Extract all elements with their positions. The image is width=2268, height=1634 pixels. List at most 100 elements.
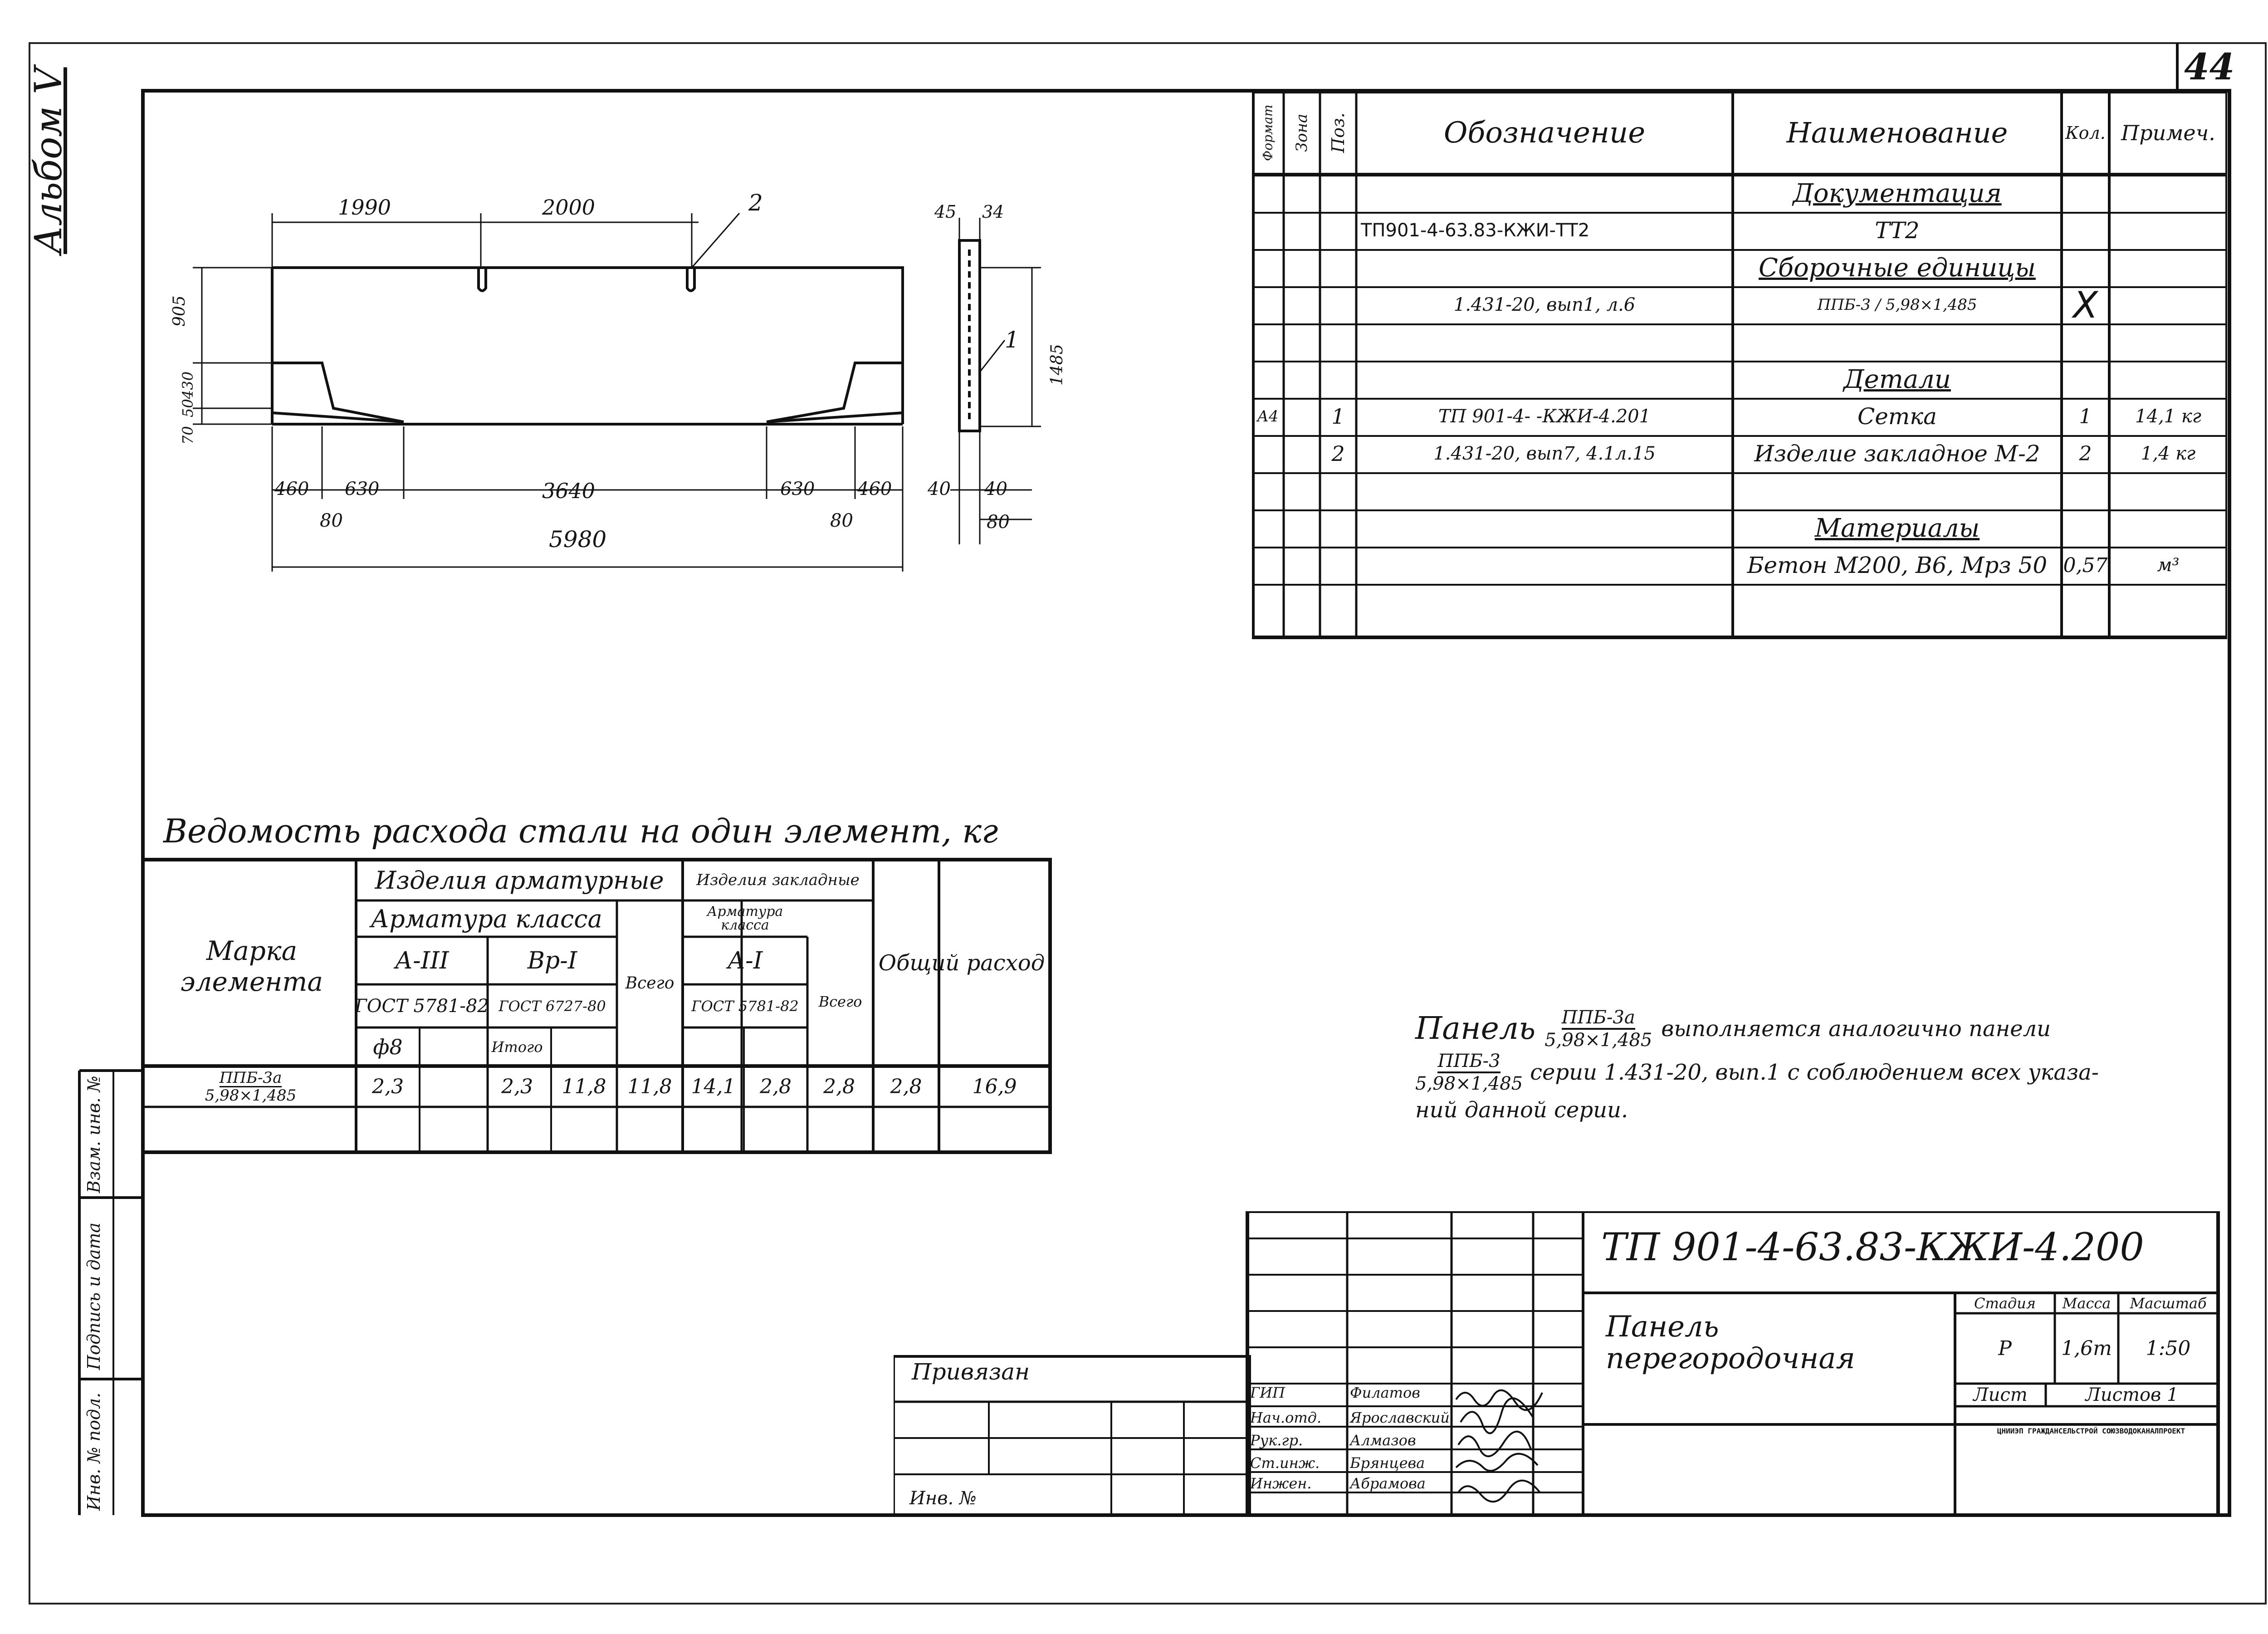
spec-cell-format [1252, 212, 1284, 249]
dim-905: 905 [170, 295, 189, 327]
spec-cell-qty [2062, 509, 2109, 547]
person-name: Алмазов [1350, 1432, 1416, 1449]
note-line3: ний данной серии. [1415, 1097, 1628, 1123]
spec-row-divider [1252, 323, 2227, 325]
spec-cell-qty: X [2073, 286, 2098, 323]
note-frac1-bottom: 5,98×1,485 [1545, 1030, 1652, 1051]
steel-cell-total1: 14,1 [691, 1075, 736, 1098]
album-label: Альбом V [27, 67, 70, 254]
spec-cell-pos [1320, 509, 1356, 547]
dim-630-left: 630 [345, 479, 380, 499]
spec-cell-format [1252, 472, 1284, 509]
steel-h-gost1: ГОСТ 5781-82 [356, 995, 488, 1017]
note-frac2-bottom: 5,98×1,485 [1415, 1073, 1523, 1094]
mass-header: Масса [2062, 1294, 2111, 1312]
note-frac2-top: ППБ-3 [1437, 1051, 1501, 1073]
dim-460-right: 460 [857, 479, 892, 499]
person-role: ГИП [1250, 1384, 1285, 1401]
note-line1: выполняется аналогично панели [1661, 1016, 2051, 1042]
spec-cell-qty: 1 [2079, 405, 2092, 428]
spec-row-divider [1252, 212, 2227, 214]
side-vzam: Взам. инв. № [84, 1076, 104, 1193]
spec-row-divider [1252, 361, 2227, 362]
spec-cell-designation [1356, 472, 1733, 509]
note-line2: серии 1.431-20, вып.1 с соблюдением всех… [1530, 1060, 2099, 1085]
spec-cell-format [1252, 361, 1284, 398]
spec-cell-qty [2062, 323, 2109, 361]
steel-cell-total2: 2,8 [890, 1075, 922, 1098]
dim-40-right: 40 [984, 479, 1007, 499]
spec-cell-note [2109, 509, 2227, 547]
dim-70: 70 [179, 426, 196, 445]
spec-cell-pos [1320, 323, 1356, 361]
callout-2: 2 [748, 190, 763, 216]
signatures [1455, 1389, 1543, 1503]
panel-drawing [193, 213, 1041, 572]
spec-cell-note [2109, 249, 2227, 286]
dim-1485: 1485 [1048, 344, 1066, 386]
spec-cell-name: Изделие закладное М-2 [1754, 440, 2040, 467]
spec-h-pos: Поз. [1328, 113, 1348, 153]
steel-h-gost2: ГОСТ 6727-80 [499, 997, 606, 1015]
spec-cell-qty: 0,57 [2063, 553, 2108, 577]
spec-cell-designation [1356, 323, 1733, 361]
dim-430: 430 [179, 371, 196, 399]
spec-cell-format: А4 [1257, 407, 1279, 426]
spec-cell-qty: 2 [2079, 442, 2092, 465]
note-frac1-top: ППБ-3а [1561, 1007, 1635, 1030]
dim-80-section: 80 [987, 512, 1010, 533]
scale-header: Масштаб [2130, 1294, 2207, 1312]
spec-cell-name [1733, 323, 2062, 361]
spec-cell-name: Сборочные единицы [1759, 253, 2036, 283]
spec-cell-qty [2062, 212, 2109, 249]
spec-grid [1252, 91, 2227, 639]
spec-cell-designation: ТП901-4-63.83-КЖИ-ТТ2 [1361, 220, 1590, 241]
steel-h-a3: А-III [395, 947, 449, 974]
steel-h-embed-class: Арматура класса [707, 904, 783, 933]
spec-row-divider [1252, 584, 2227, 586]
dim-2000: 2000 [542, 195, 596, 220]
spec-cell-name: Документация [1793, 178, 2002, 208]
spec-cell-note: 14,1 кг [2135, 406, 2201, 427]
spec-h-format: Формат [1260, 104, 1276, 161]
spec-cell-designation: 1.431-20, вып7, 4.1л.15 [1433, 443, 1656, 464]
sheets-header: Листов 1 [2085, 1384, 2179, 1405]
spec-cell-pos [1320, 547, 1356, 584]
side-inv-podl: Инв. № подл. [84, 1392, 104, 1511]
spec-cell-pos [1320, 286, 1356, 323]
note-fraction-1: ППБ-3а 5,98×1,485 [1545, 1007, 1652, 1051]
dim-80-right: 80 [830, 510, 853, 531]
dim-45: 45 [934, 202, 957, 222]
spec-h-designation: Обозначение [1443, 116, 1646, 150]
title-code: ТП 901-4-63.83-КЖИ-4.200 [1601, 1225, 2144, 1269]
callout-1: 1 [1005, 327, 1019, 353]
privyazan-label: Привязан [912, 1359, 1030, 1385]
steel-h-a1: А-I [727, 947, 763, 974]
steel-h-total2: Всего [818, 993, 862, 1010]
spec-cell-qty [2062, 249, 2109, 286]
dim-80-left: 80 [320, 510, 343, 531]
spec-cell-name: Бетон М200, В6, Мрз 50 [1747, 552, 2048, 578]
note-fraction-2: ППБ-3 5,98×1,485 [1415, 1051, 1523, 1094]
spec-h-note: Примеч. [2121, 120, 2215, 145]
spec-cell-format [1252, 435, 1284, 472]
steel-h-embed-items: Изделия закладные [696, 871, 860, 889]
spec-cell-format [1252, 175, 1284, 212]
spec-cell-note [2109, 175, 2227, 212]
spec-cell-note [2109, 361, 2227, 398]
dim-34: 34 [982, 202, 1004, 222]
spec-cell-name: Материалы [1814, 513, 1980, 543]
spec-cell-name: ТТ2 [1875, 217, 1920, 244]
steel-cell-d12: 2,8 [760, 1075, 792, 1098]
steel-table-title: Ведомость расхода стали на один элемент,… [163, 812, 998, 850]
steel-mark-top: ППБ-3а [219, 1068, 282, 1087]
privyazan-inv: Инв. № [909, 1488, 977, 1509]
spec-row-divider [1252, 472, 2227, 474]
steel-h-rebar-class: Арматура класса [371, 904, 602, 933]
steel-mark-bottom: 5,98×1,485 [205, 1086, 297, 1105]
spec-cell-note [2109, 472, 2227, 509]
spec-row-divider [1252, 435, 2227, 437]
dim-460-left: 460 [274, 479, 309, 499]
person-role: Рук.гр. [1250, 1432, 1303, 1449]
steel-cell-d5: 11,8 [562, 1075, 606, 1098]
